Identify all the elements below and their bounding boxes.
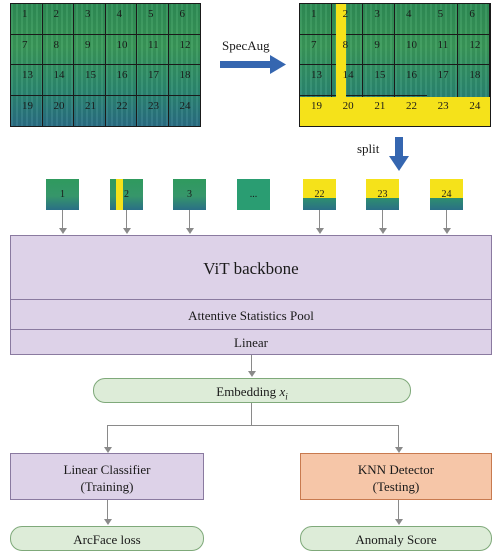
spectrogram-cell: 10 (394, 35, 427, 65)
spectrogram-cell: 20 (43, 95, 74, 126)
knn-detector-mode: (Testing) (372, 479, 420, 494)
linear-block: Linear (10, 329, 492, 355)
patch-connector (126, 210, 127, 230)
connector-line (107, 425, 399, 426)
patch-23: 23 (366, 179, 399, 210)
spectrogram-cell: 3 (363, 4, 395, 35)
specaug-arrow-icon (220, 55, 286, 74)
patch-1: 1 (46, 179, 79, 210)
spectrogram-cell: 16 (394, 65, 427, 96)
spectrogram-cell: 15 (74, 65, 106, 96)
patch-connector (189, 210, 190, 230)
spectrogram-cell: 5 (137, 4, 169, 35)
arrowhead-icon (315, 228, 324, 234)
spectrogram-original: 1 2 3 4 5 6 7 8 9 10 11 12 13 14 15 16 1… (10, 3, 201, 127)
connector-line (251, 403, 252, 425)
embedding-subscript: i (285, 391, 288, 402)
spectrogram-cell: 17 (137, 65, 169, 96)
spectrogram-cell: 14 (42, 65, 74, 96)
split-arrow-icon (389, 137, 409, 171)
spectrogram-cell: 2 (42, 4, 74, 35)
spectrogram-cell: 3 (74, 4, 106, 35)
frequency-mask-band (300, 97, 490, 126)
knn-detector-title: KNN Detector (357, 462, 435, 477)
spectrogram-cell: 7 (11, 34, 43, 65)
arrowhead-icon (185, 228, 194, 234)
spectrogram-cell: 12 (458, 34, 490, 65)
vit-backbone-block: ViT backbone (10, 235, 492, 300)
connector-line (251, 355, 252, 372)
spectrogram-cell: 9 (74, 34, 106, 65)
spectrogram-cell: 1 (11, 4, 43, 35)
spectrogram-cell: 8 (331, 34, 364, 65)
arrowhead-icon (58, 228, 67, 234)
spectrogram-cell: 6 (458, 4, 490, 35)
spectrogram-cell: 22 (106, 95, 137, 126)
patch-connector (382, 210, 383, 230)
spectrogram-cell: 1 (300, 4, 332, 35)
spectrogram-cell: 11 (426, 34, 459, 65)
anomaly-score-node: Anomaly Score (300, 526, 492, 551)
spectrogram-cell: 19 (11, 95, 43, 126)
embedding-node: Embedding xi (93, 378, 411, 403)
patch-22: 22 (303, 179, 336, 210)
connector-line (107, 425, 108, 448)
spectrogram-cell: 7 (300, 34, 332, 65)
connector-line (398, 425, 399, 448)
spectrogram-cell: 22 (405, 99, 417, 112)
spectrogram-cell: 11 (137, 34, 169, 65)
patch-connector (446, 210, 447, 230)
arrowhead-icon (394, 447, 403, 453)
spectrogram-cell: 8 (42, 34, 74, 65)
linear-classifier-block: Linear Classifier (Training) (10, 453, 204, 500)
arrowhead-icon (394, 519, 403, 525)
spectrogram-cell: 6 (168, 4, 200, 35)
attentive-statistics-pool-block: Attentive Statistics Pool (10, 299, 492, 330)
spectrogram-cell: 9 (363, 34, 395, 65)
spectrogram-cell: 17 (427, 65, 459, 96)
arrowhead-icon (442, 228, 451, 234)
arrowhead-icon (378, 228, 387, 234)
split-label: split (357, 141, 380, 156)
embedding-symbol: x (279, 384, 286, 399)
patch-2: 2 (110, 179, 143, 210)
spectrogram-cell: 5 (426, 4, 459, 35)
spectrogram-cell: 18 (458, 65, 490, 96)
patch-connector (319, 210, 320, 230)
specaug-label: SpecAug (222, 38, 270, 53)
spectrogram-cell: 4 (394, 4, 427, 35)
spectrogram-cell: 16 (105, 65, 137, 96)
arrowhead-icon (103, 519, 112, 525)
spectrogram-cell: 14 (331, 65, 364, 96)
spectrogram-cell: 24 (179, 99, 191, 112)
patch-24: 24 (430, 179, 463, 210)
patch-connector (62, 210, 63, 230)
patch-ellipsis: ... (237, 179, 270, 210)
spectrogram-cell: 13 (300, 65, 332, 96)
linear-classifier-title: Linear Classifier (63, 462, 151, 477)
connector-line (398, 500, 399, 520)
arcface-loss-node: ArcFace loss (10, 526, 204, 551)
spectrogram-cell: 15 (363, 65, 395, 96)
spectrogram-cell: 23 (137, 95, 169, 126)
knn-detector-block: KNN Detector (Testing) (300, 453, 492, 500)
spectrogram-cell: 13 (11, 65, 43, 96)
patch-3: 3 (173, 179, 206, 210)
spectrogram-cell: 21 (74, 95, 106, 126)
spectrogram-cell: 18 (168, 65, 200, 96)
arrowhead-icon (122, 228, 131, 234)
spectrogram-cell: 2 (331, 4, 364, 35)
time-mask-band (336, 4, 346, 126)
arrowhead-icon (247, 371, 256, 377)
spectrogram-cell: 4 (105, 4, 137, 35)
spectrogram-augmented: 1 2 3 4 5 6 7 8 9 10 11 12 13 14 15 16 1… (299, 3, 491, 127)
connector-line (107, 500, 108, 520)
spectrogram-cell: 12 (168, 35, 200, 65)
linear-classifier-mode: (Training) (80, 479, 134, 494)
arrowhead-icon (103, 447, 112, 453)
spectrogram-cell: 10 (105, 34, 137, 65)
